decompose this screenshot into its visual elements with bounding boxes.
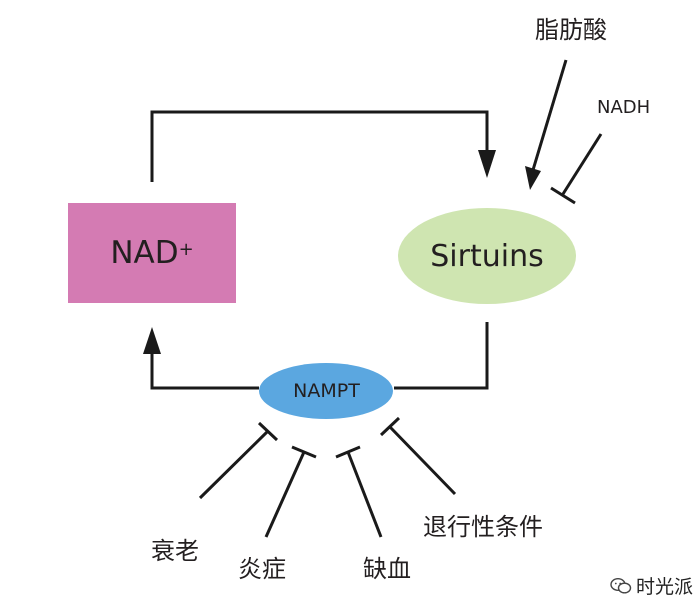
nad-box xyxy=(68,203,236,303)
nad-label: NAD+ xyxy=(68,203,236,303)
aging-inhibit-bar xyxy=(257,421,279,442)
watermark-text: 时光派 xyxy=(636,576,694,598)
sirtuins-ellipse xyxy=(398,208,576,304)
sirtuins-to-nampt-line xyxy=(394,322,489,390)
aging-label: 衰老 xyxy=(151,537,199,565)
aging-inhibit-line xyxy=(198,429,270,500)
fatty-acid-label: 脂肪酸 xyxy=(535,16,607,44)
nampt-to-nad-arrowhead xyxy=(143,327,161,354)
ischemia-inhibit-line xyxy=(346,451,383,538)
regressive-conditions-label: 退行性条件 xyxy=(423,513,543,541)
nad-label-main: NAD xyxy=(110,235,179,271)
nampt-to-nad-line xyxy=(150,352,259,390)
inflammation-inhibit-line xyxy=(264,451,306,538)
nadh-inhibit-bar xyxy=(550,186,576,205)
nadh-label: NADH xyxy=(597,97,651,118)
inflammation-label: 炎症 xyxy=(238,555,286,583)
nampt-label: NAMPT xyxy=(293,380,360,402)
regressive-inhibit-line xyxy=(388,425,457,496)
nad-label-superscript: + xyxy=(178,238,194,260)
regressive-inhibit-bar xyxy=(379,416,401,437)
wechat-icon xyxy=(610,577,632,594)
nampt-ellipse xyxy=(259,363,393,419)
nadh-inhibit-line xyxy=(561,133,603,195)
nad-to-sirtuins-arrowhead xyxy=(478,150,496,178)
fatty-acid-arrow-line xyxy=(531,59,568,171)
sirtuins-label: Sirtuins xyxy=(430,238,544,274)
ischemia-label: 缺血 xyxy=(363,555,411,583)
nad-to-sirtuins-arrow xyxy=(150,110,489,182)
ischemia-inhibit-bar xyxy=(335,445,361,459)
watermark: 时光派 xyxy=(610,572,693,599)
fatty-acid-arrowhead xyxy=(525,166,541,190)
inflammation-inhibit-bar xyxy=(291,445,317,459)
